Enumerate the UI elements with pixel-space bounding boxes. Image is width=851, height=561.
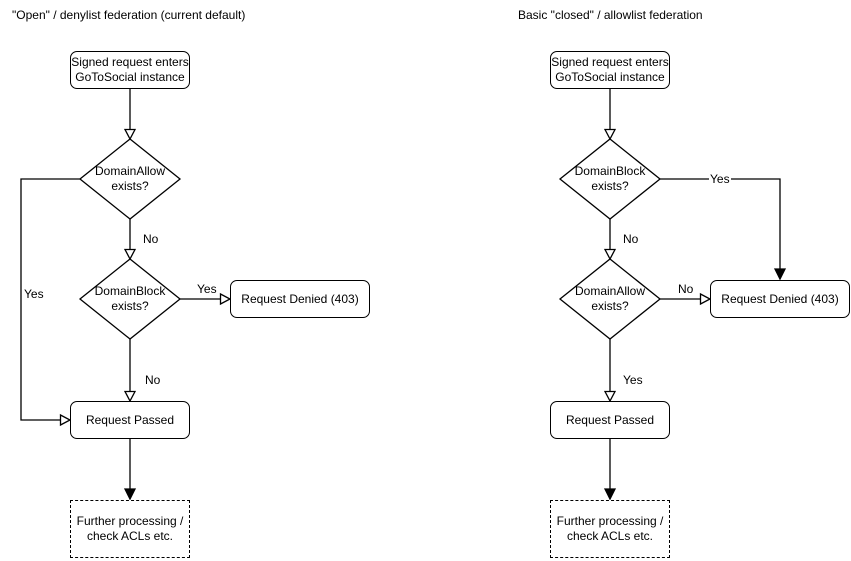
left-decision2-no-label: No — [144, 373, 162, 387]
connector-decision1-yes-to-passed — [21, 179, 80, 420]
arrowhead-open-down-icon — [605, 250, 615, 260]
right-passed-node: Request Passed — [550, 401, 670, 439]
right-decision2-yes-label: Yes — [622, 373, 644, 387]
right-decision1-no-label: No — [622, 232, 640, 246]
right-chart-title: Basic "closed" / allowlist federation — [518, 8, 703, 22]
arrowhead-open-down-icon — [125, 130, 135, 140]
left-chart-connectors — [21, 89, 230, 499]
arrowhead-open-right-icon — [701, 294, 711, 304]
right-further-node: Further processing / check ACLs etc. — [550, 500, 670, 558]
right-chart-connectors — [560, 89, 785, 499]
arrowhead-open-down-icon — [605, 392, 615, 402]
left-decision1-label: DomainAllow exists? — [94, 164, 166, 193]
left-decision1-no-label: No — [142, 232, 160, 246]
connector-decision1-yes-to-denied — [660, 179, 780, 270]
left-further-node: Further processing / check ACLs etc. — [70, 500, 190, 558]
arrowhead-open-down-icon — [605, 130, 615, 140]
left-denied-node: Request Denied (403) — [230, 280, 370, 318]
right-decision1-label: DomainBlock exists? — [574, 164, 646, 193]
arrowhead-open-down-icon — [125, 392, 135, 402]
arrowhead-open-down-icon — [125, 250, 135, 260]
arrowhead-open-right-icon — [61, 415, 71, 425]
arrowhead-filled-down-icon — [605, 489, 615, 499]
arrowhead-open-right-icon — [221, 294, 231, 304]
left-start-node: Signed request enters GoToSocial instanc… — [70, 51, 190, 89]
left-passed-node: Request Passed — [70, 401, 190, 439]
right-start-node: Signed request enters GoToSocial instanc… — [550, 51, 670, 89]
right-decision2-no-label: No — [677, 282, 695, 296]
arrowhead-filled-down-icon — [125, 489, 135, 499]
left-decision2-label: DomainBlock exists? — [94, 284, 166, 313]
left-decision2-yes-label: Yes — [196, 282, 218, 296]
right-decision2-label: DomainAllow exists? — [574, 284, 646, 313]
left-chart-title: "Open" / denylist federation (current de… — [12, 8, 246, 22]
left-decision1-yes-label: Yes — [23, 287, 45, 301]
right-denied-node: Request Denied (403) — [710, 280, 850, 318]
right-decision1-yes-label: Yes — [709, 172, 731, 186]
arrowhead-filled-down-icon — [775, 269, 785, 279]
